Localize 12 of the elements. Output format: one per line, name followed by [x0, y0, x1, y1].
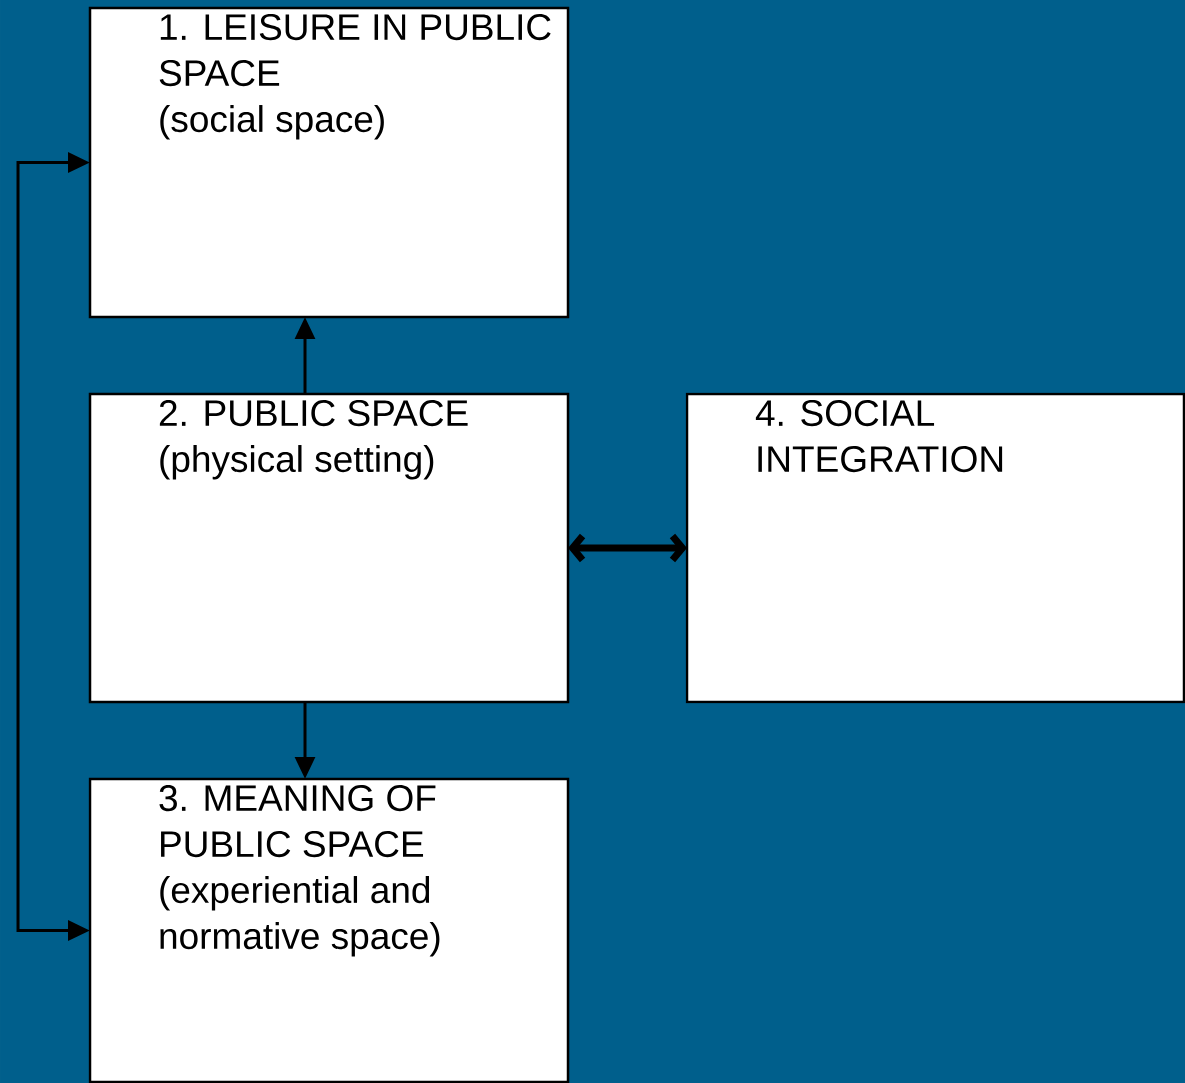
box-text: 2. PUBLIC SPACE	[159, 400, 468, 427]
box-text: 1. LEISURE IN PUBLIC SPACE	[159, 14, 551, 87]
box	[88, 392, 570, 704]
box	[685, 392, 1185, 704]
box-text: 4. SOCIAL INTEGRATION	[755, 400, 1003, 473]
arrow	[568, 533, 687, 563]
box	[88, 6, 570, 319]
box-text: (experiential and normative space)	[160, 876, 440, 957]
box-text: (physical setting)	[160, 445, 434, 480]
box	[88, 777, 570, 1083]
box-text: (social space)	[160, 105, 384, 140]
box-text: 3. MEANING OF PUBLIC SPACE	[159, 785, 436, 858]
